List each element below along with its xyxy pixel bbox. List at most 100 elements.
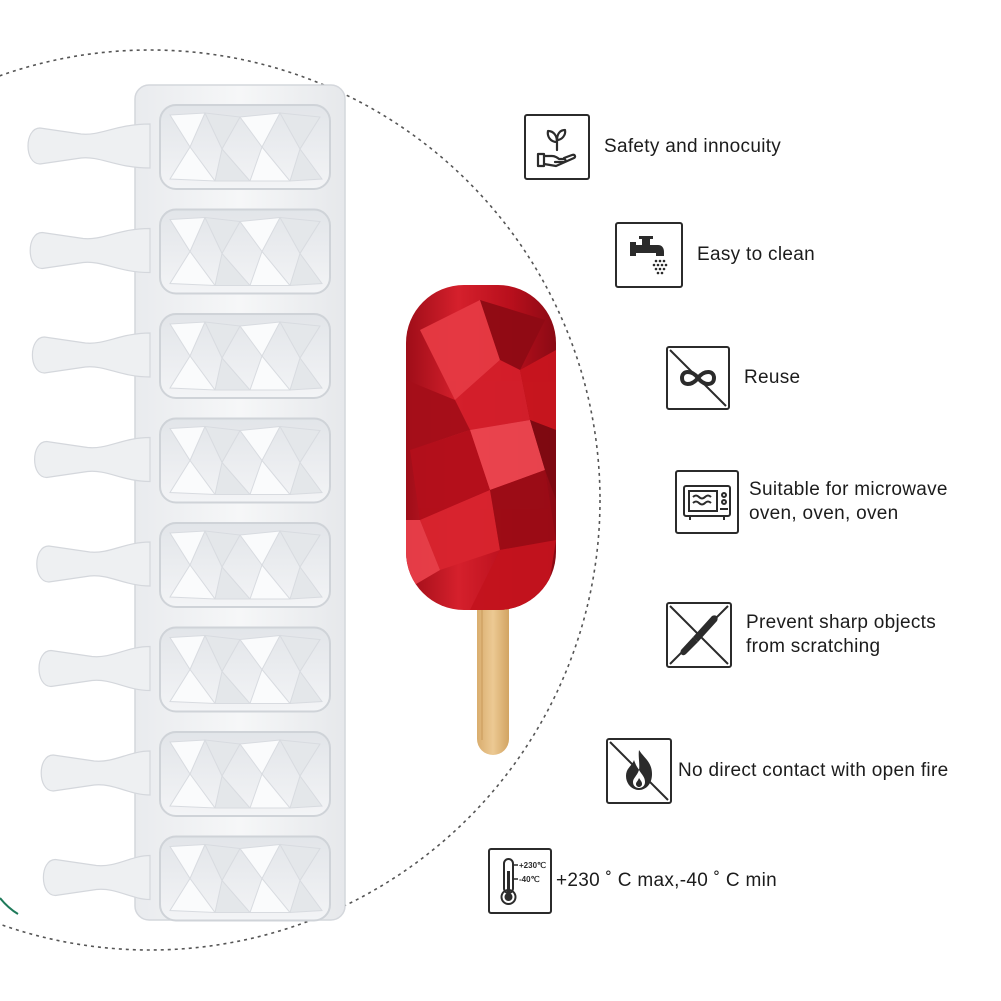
mold-facet xyxy=(289,879,323,914)
feature-reuse: Reuse xyxy=(666,346,800,410)
mold-facet xyxy=(169,355,217,391)
corner-accent xyxy=(0,897,19,915)
mold-facet xyxy=(239,530,281,566)
feature-no-sharp: Prevent sharp objects from scratching xyxy=(666,602,936,668)
mold-facet xyxy=(249,145,292,182)
mold-facet xyxy=(239,739,281,775)
crossed-infinity-icon xyxy=(666,346,730,410)
mold-facet xyxy=(249,668,292,704)
mold-facet xyxy=(239,321,281,357)
feature-temperature: +230℃ -40℃ +230 ˚ C max,-40 ˚ C min xyxy=(488,848,777,914)
mold-facet xyxy=(249,877,292,913)
feature-easy-clean: Easy to clean xyxy=(615,222,815,288)
mold-facet xyxy=(249,459,292,495)
mold-handle xyxy=(34,436,151,483)
mold-handle xyxy=(27,123,151,169)
mold-facet xyxy=(169,530,206,567)
mold-facet xyxy=(169,564,217,600)
mold-facet xyxy=(249,354,292,391)
mold-facet xyxy=(169,634,206,671)
feature-no-fire: No direct contact with open fire xyxy=(606,738,948,804)
thermometer-icon: +230℃ -40℃ xyxy=(488,848,552,914)
feature-label: +230 ˚ C max,-40 ˚ C min xyxy=(556,870,778,891)
mold-handle xyxy=(31,332,151,378)
mold-facet xyxy=(289,147,323,182)
feature-label: No direct contact with open fire xyxy=(678,760,949,781)
mold-facet xyxy=(169,146,217,182)
mold-facet xyxy=(239,112,281,148)
mold-facet xyxy=(204,843,241,882)
hand-with-plant-icon xyxy=(524,114,590,180)
mold-facet xyxy=(214,774,252,809)
mold-facet xyxy=(279,634,321,673)
silicone-mold xyxy=(27,84,346,922)
mold-facet xyxy=(289,670,323,705)
mold-facet xyxy=(279,843,321,882)
mold-facet xyxy=(214,356,252,391)
mold-facet xyxy=(249,563,292,600)
mold-facet xyxy=(204,634,241,673)
mold-facet xyxy=(289,565,323,600)
mold-facet xyxy=(204,216,241,255)
mold-facet xyxy=(214,670,252,704)
mold-facet xyxy=(289,252,323,287)
mold-facet xyxy=(204,530,241,569)
mold-facet xyxy=(214,461,252,495)
mold-facet xyxy=(169,112,206,149)
mold-facet xyxy=(239,425,281,462)
mold-facet xyxy=(204,739,241,778)
mold-facet xyxy=(289,774,323,809)
mold-facet xyxy=(214,252,252,286)
mold-facet xyxy=(169,425,206,462)
mold-handle xyxy=(38,645,151,692)
mold-facet xyxy=(204,112,241,151)
mold-facet xyxy=(169,321,206,358)
mold-facet xyxy=(169,250,217,287)
mold-facet xyxy=(214,147,252,182)
dashed-arc xyxy=(0,49,601,951)
mold-facet xyxy=(169,843,206,880)
mold-facet xyxy=(239,634,281,671)
mold-facet xyxy=(169,739,206,776)
mold-facet xyxy=(289,356,323,391)
feature-label: Easy to clean xyxy=(697,244,815,265)
max-temp-label: +230℃ xyxy=(519,861,546,870)
mold-handle xyxy=(29,227,151,274)
mold-facet xyxy=(169,877,217,914)
mold-facet xyxy=(214,565,252,600)
feature-label: Prevent sharp objects from scratching xyxy=(746,612,937,657)
feature-label: Safety and innocuity xyxy=(604,136,782,157)
feature-safety: Safety and innocuity xyxy=(524,114,781,180)
mold-facet xyxy=(289,461,323,496)
mold-handle xyxy=(36,541,151,587)
feature-label: Suitable for microwave oven, oven, oven xyxy=(749,479,948,524)
mold-facet xyxy=(169,773,217,809)
popsicle-stick xyxy=(477,590,509,755)
mold-facet xyxy=(239,216,281,253)
mold-facet xyxy=(279,425,321,464)
crossed-fire-icon xyxy=(606,738,672,804)
faucet-icon xyxy=(615,222,683,288)
crossed-knife-icon xyxy=(666,602,732,668)
mold-facet xyxy=(204,321,241,360)
feature-label: Reuse xyxy=(744,367,801,388)
popsicle xyxy=(406,285,556,755)
mold-facet xyxy=(279,530,321,568)
mold-facet xyxy=(239,843,281,880)
feature-microwave: Suitable for microwave oven, oven, oven xyxy=(675,470,948,534)
mold-facet xyxy=(249,772,292,809)
mold-facet xyxy=(169,216,206,253)
min-temp-label: -40℃ xyxy=(519,875,540,884)
mold-facet xyxy=(204,425,241,464)
mold-facet xyxy=(169,459,217,496)
mold-facet xyxy=(249,250,292,286)
mold-facet xyxy=(169,668,217,705)
mold-facet xyxy=(279,321,321,359)
mold-facet xyxy=(279,739,321,777)
mold-facet xyxy=(214,879,252,913)
mold-handle xyxy=(40,750,151,796)
microwave-icon xyxy=(675,470,739,534)
mold-facet xyxy=(279,112,321,150)
mold-handle xyxy=(42,854,151,901)
